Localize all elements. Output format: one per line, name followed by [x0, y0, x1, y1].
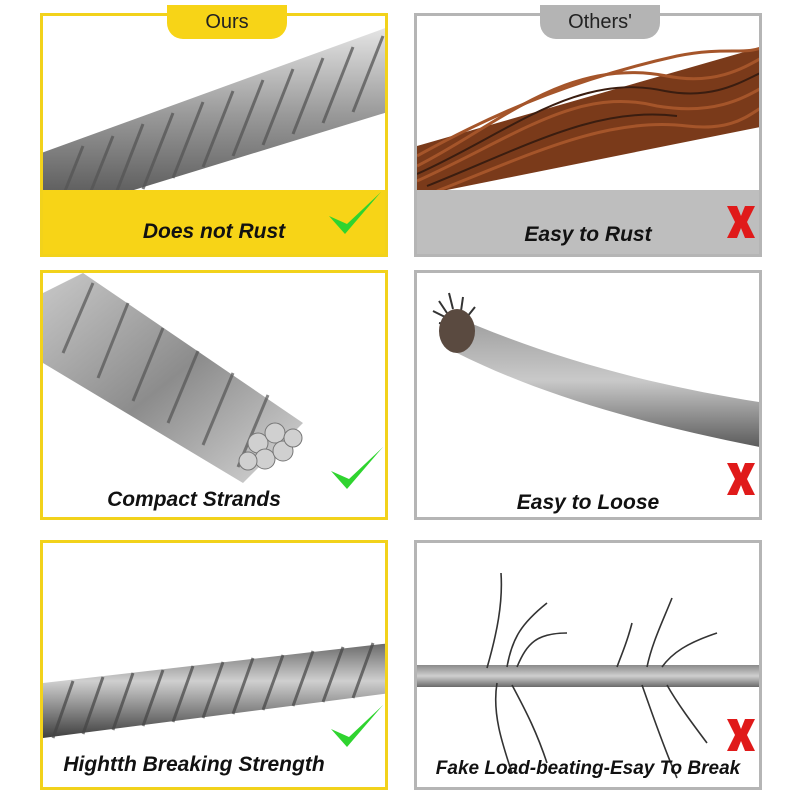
caption-fake-load: Fake Load-beating-Esay To Break — [435, 758, 741, 779]
rusty-rope-image — [417, 47, 759, 196]
check-icon — [331, 447, 383, 489]
others-tab: Others' — [540, 5, 660, 39]
others-panel-break: Fake Load-beating-Esay To Break — [414, 540, 762, 790]
ours-panel-rust: Does not Rust — [40, 13, 388, 257]
others-panel-loose: Easy to Loose — [414, 270, 762, 520]
check-icon — [331, 705, 383, 747]
caption-easy-to-loose: Easy to Loose — [516, 491, 660, 514]
caption-does-not-rust: Does not Rust — [142, 220, 286, 243]
ours-tab: Ours — [167, 5, 287, 39]
cross-icon — [727, 463, 755, 495]
compact-strand-rope-image — [43, 273, 303, 483]
caption-compact-strands: Compact Strands — [107, 488, 281, 511]
cross-icon — [727, 719, 755, 751]
ours-panel-strands: Compact Strands — [40, 270, 388, 520]
caption-breaking-strength: Hightth Breaking Strength — [63, 753, 325, 776]
strong-rope-image — [43, 642, 385, 739]
caption-banner — [417, 190, 759, 254]
check-icon — [329, 192, 381, 234]
loose-strand-rope-image — [432, 292, 759, 447]
others-panel-rust: Easy to Rust — [414, 13, 762, 257]
ours-panel-strength: Hightth Breaking Strength — [40, 540, 388, 790]
frayed-rope-image — [417, 572, 759, 779]
cross-icon — [727, 206, 755, 238]
caption-easy-to-rust: Easy to Rust — [524, 223, 652, 246]
caption-banner — [43, 190, 385, 254]
